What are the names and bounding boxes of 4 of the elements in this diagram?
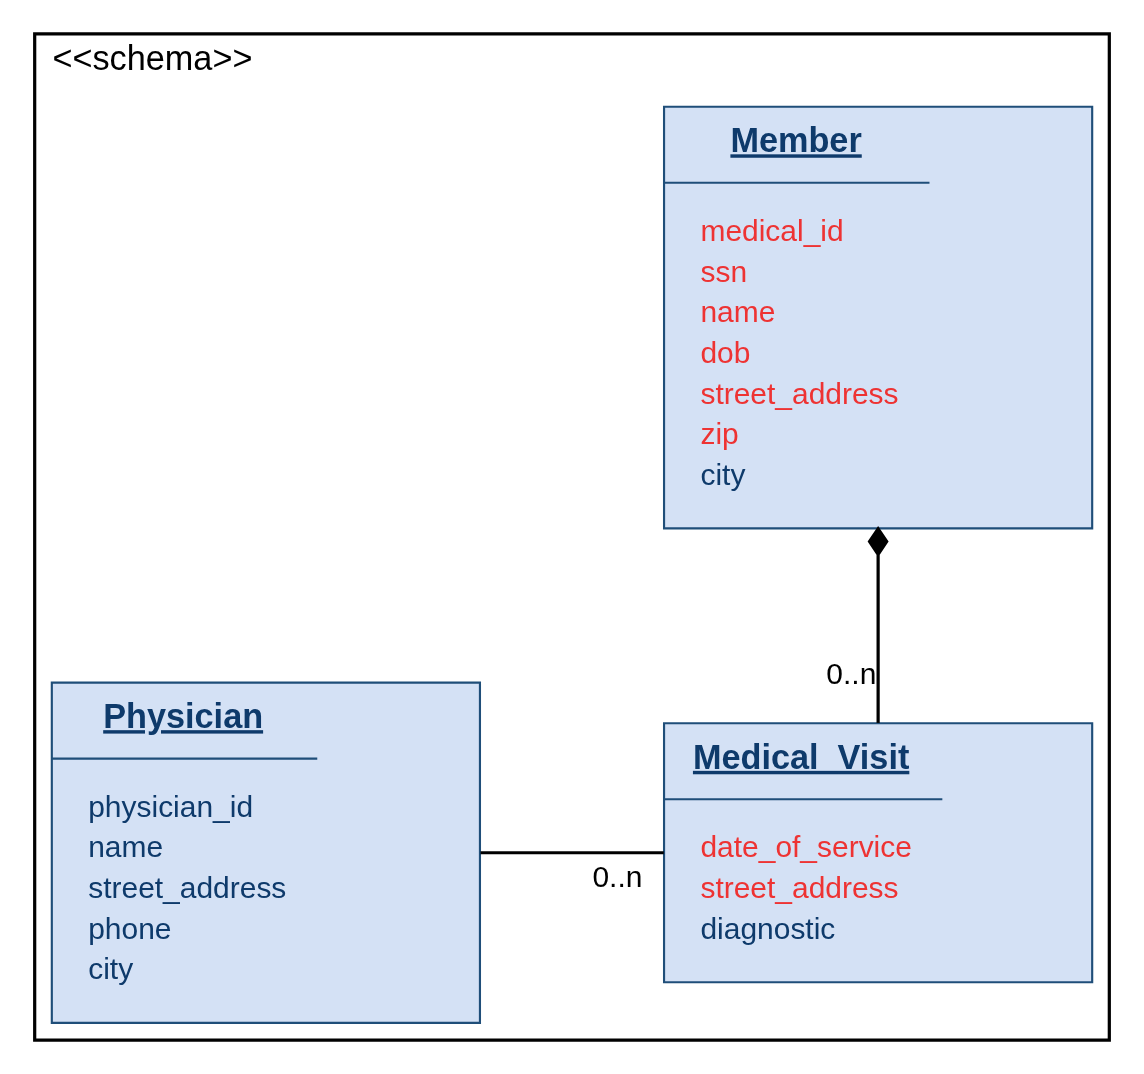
connector xyxy=(867,525,889,723)
edge-label: 0..n xyxy=(592,860,643,894)
edge-label: 0..n xyxy=(826,657,877,691)
connector xyxy=(480,851,664,855)
